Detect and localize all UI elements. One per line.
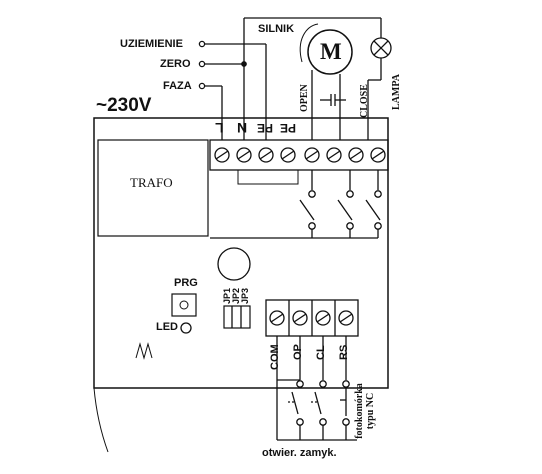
led-indicator [180,322,192,334]
relay-bridge [237,169,299,185]
trafo-label: TRAFO [130,175,173,190]
earth-label: UZIEMIENIE [120,38,183,50]
terminal-label-pe-2: PE [280,121,297,135]
terminal-label-pe-1: PE [257,121,274,135]
capacitor-circle [217,247,251,281]
mains-wires [198,17,381,140]
terminal-label-n: N [237,120,248,136]
prg-label: PRG [174,277,198,289]
bottom-terminal-block [265,299,359,337]
zero-label: ZERO [160,58,191,70]
lamp-symbol [367,18,392,140]
open-close-label: otwier. zamyk. [262,447,337,459]
zigzag-mark [135,342,153,360]
control-board [93,117,389,389]
terminal-label-com: COM [269,344,281,370]
prg-button [171,293,197,317]
lamp-label: LAMPA [391,74,402,110]
prg-button-knob [179,300,189,310]
led-label: LED [156,321,178,333]
motor-symbol [299,23,353,140]
board-torn-edge [93,387,109,453]
voltage-label: ~230V [96,95,152,116]
jumper-label-3: JP3 [240,287,250,304]
transformer [97,139,209,237]
phase-label: FAZA [163,80,192,92]
top-terminal-block [209,139,389,171]
terminal-label-l: L [215,120,224,136]
jumper-block [223,305,251,329]
terminal-label-rs: RS [338,344,350,360]
motor-symbol-letter: M [320,39,342,64]
photocell-label: fotokomórka typu NC [354,383,376,439]
motor-close-label: CLOSE [359,84,370,118]
motor-open-label: OPEN [299,84,310,112]
terminal-label-cl: CL [315,345,327,360]
input-switches [276,336,357,441]
motor-title: SILNIK [258,23,295,35]
terminal-label-op: OP [292,344,304,360]
relay-contacts [210,170,382,239]
